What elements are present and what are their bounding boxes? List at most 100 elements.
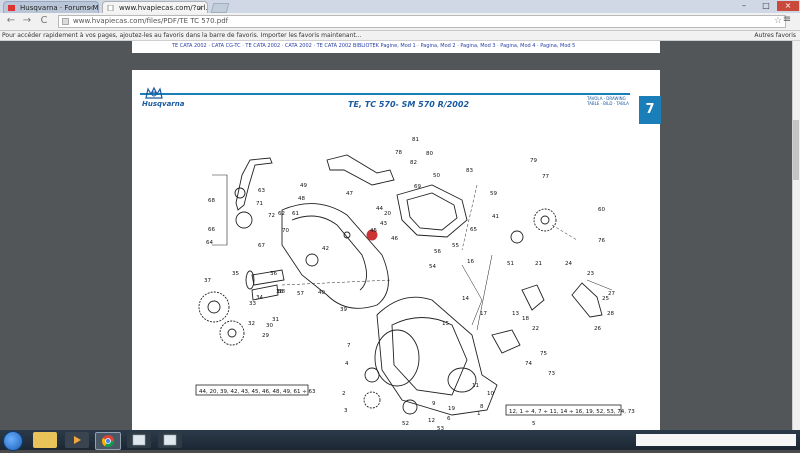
- prev-page-links[interactable]: TE CATA 2002 · CATA CG-TC · TE CATA 2002…: [172, 43, 576, 49]
- part-number-label: 71: [256, 201, 263, 207]
- part-number-label: 73: [548, 371, 555, 377]
- part-number-label: 64: [206, 240, 213, 246]
- app-icon[interactable]: [127, 432, 151, 448]
- part-number-label: 37: [204, 278, 211, 284]
- part-number-label: 76: [598, 238, 605, 244]
- part-number-label: 68: [208, 198, 215, 204]
- exploded-parts-diagram: 44, 20, 39, 42, 43, 45, 46, 48, 49, 61 ÷…: [195, 137, 635, 430]
- part-number-label: 8: [480, 404, 484, 410]
- part-number-label: 81: [412, 137, 419, 143]
- husqvarna-crown-icon: [145, 86, 163, 99]
- subtitle-line: TAVOLA · DRAWING: [587, 96, 626, 101]
- legend-box-2-text: 12, 1 ÷ 4, 7 ÷ 11, 14 ÷ 16, 19, 52, 53, …: [509, 409, 635, 415]
- part-number-label: 12: [428, 418, 435, 424]
- part-number-label: 82: [410, 160, 417, 166]
- part-number-label: 2: [342, 391, 346, 397]
- media-player-icon[interactable]: [65, 432, 89, 448]
- part-number-label: 57: [297, 291, 304, 297]
- address-bar[interactable]: www.hvapiecas.com/files/PDF/TE TC 570.pd…: [58, 15, 786, 28]
- back-button[interactable]: ←: [6, 15, 16, 26]
- part-number-label: 9: [432, 401, 436, 407]
- part-number-label: 70: [282, 228, 289, 234]
- tab-label: Husqvarna · Forums Motos: [20, 4, 99, 12]
- part-number-labels: 1234567891011121314151617181920212223242…: [204, 137, 615, 430]
- part-number-label: 24: [565, 261, 572, 267]
- part-number-label: 60: [598, 207, 605, 213]
- forum-favicon-icon: [8, 5, 15, 11]
- legend-box-1-text: 44, 20, 39, 42, 43, 45, 46, 48, 49, 61 ÷…: [199, 389, 316, 395]
- new-tab-button[interactable]: [210, 3, 230, 13]
- scrollbar-thumb[interactable]: [793, 120, 799, 180]
- part-number-label: 28: [607, 311, 614, 317]
- play-icon: [74, 436, 81, 444]
- brand-logo: Husqvarna: [142, 100, 185, 108]
- part-number-label: 40: [318, 290, 325, 296]
- part-number-label: 23: [587, 271, 594, 277]
- part-number-label: 7: [347, 343, 351, 349]
- tab-pdf[interactable]: www.hvapiecas.com/?url... ×: [102, 1, 208, 13]
- part-number-label: 56: [434, 249, 441, 255]
- minimize-button[interactable]: –: [742, 1, 746, 10]
- previous-page: TE CATA 2002 · CATA CG-TC · TE CATA 2002…: [132, 41, 660, 53]
- bookmark-star-icon[interactable]: ☆: [773, 16, 782, 26]
- maximize-button[interactable]: □: [762, 1, 770, 10]
- part-number-label: 27: [608, 291, 615, 297]
- other-bookmarks[interactable]: Autres favoris: [754, 32, 796, 39]
- document-title: TE, TC 570- SM 570 R/2002: [348, 100, 470, 109]
- part-number-label: 48: [298, 196, 305, 202]
- part-number-label: 33: [249, 301, 256, 307]
- part-number-label: 1: [477, 411, 481, 417]
- system-tray: [636, 434, 796, 446]
- window-app-icon: [132, 434, 146, 446]
- vertical-scrollbar[interactable]: [792, 41, 800, 430]
- part-number-label: 5: [532, 421, 536, 427]
- part-number-label: 61: [292, 211, 299, 217]
- tab-label: www.hvapiecas.com/?url...: [119, 4, 208, 12]
- page-favicon-icon: [107, 5, 114, 11]
- part-number-label: 15: [442, 321, 449, 327]
- part-number-label: 67: [258, 243, 265, 249]
- part-number-label: 41: [492, 214, 499, 220]
- part-number-label: 6: [447, 416, 451, 422]
- legend-box-2: [505, 404, 622, 416]
- part-number-label: 46: [391, 236, 398, 242]
- part-number-label: 54: [429, 264, 436, 270]
- close-window-button[interactable]: ×: [777, 1, 799, 11]
- app-icon[interactable]: [158, 432, 182, 448]
- menu-button[interactable]: ≡: [782, 14, 792, 25]
- tab-husqvarna-forum[interactable]: Husqvarna · Forums Motos ×: [3, 1, 99, 13]
- page-number: 7: [639, 96, 661, 124]
- folder-icon[interactable]: [33, 432, 57, 448]
- close-tab-icon[interactable]: ×: [197, 4, 203, 12]
- bookmarks-hint[interactable]: Pour accéder rapidement à vos pages, ajo…: [2, 32, 362, 39]
- part-number-label: 78: [395, 150, 402, 156]
- reload-button[interactable]: C: [40, 15, 48, 26]
- part-number-label: 32: [248, 321, 255, 327]
- part-number-label: 38: [276, 289, 283, 295]
- header-rule: [140, 93, 630, 95]
- legend-box-1: [195, 384, 309, 396]
- part-number-label: 36: [270, 271, 277, 277]
- start-button-icon[interactable]: [3, 431, 23, 451]
- taskbar: [0, 430, 800, 450]
- pdf-page: [132, 70, 660, 430]
- part-number-label: 30: [266, 323, 273, 329]
- part-number-label: 83: [466, 168, 473, 174]
- part-number-label: 4: [345, 361, 349, 367]
- part-number-label: 20: [384, 211, 391, 217]
- close-tab-icon[interactable]: ×: [88, 4, 94, 12]
- part-number-label: 69: [414, 184, 421, 190]
- part-number-label: 10: [487, 391, 494, 397]
- part-number-label: 47: [346, 191, 353, 197]
- part-number-label: 42: [322, 246, 329, 252]
- chrome-icon[interactable]: [95, 432, 121, 450]
- diagram-drawing: [198, 154, 613, 416]
- part-number-label: 66: [208, 227, 215, 233]
- part-number-label: 72: [268, 213, 275, 219]
- chrome-logo-icon: [101, 435, 114, 448]
- forward-button[interactable]: →: [22, 15, 32, 26]
- part-number-label: 13: [512, 311, 519, 317]
- part-number-label: 55: [452, 243, 459, 249]
- part-number-label: 21: [535, 261, 542, 267]
- part-number-label: 14: [462, 296, 469, 302]
